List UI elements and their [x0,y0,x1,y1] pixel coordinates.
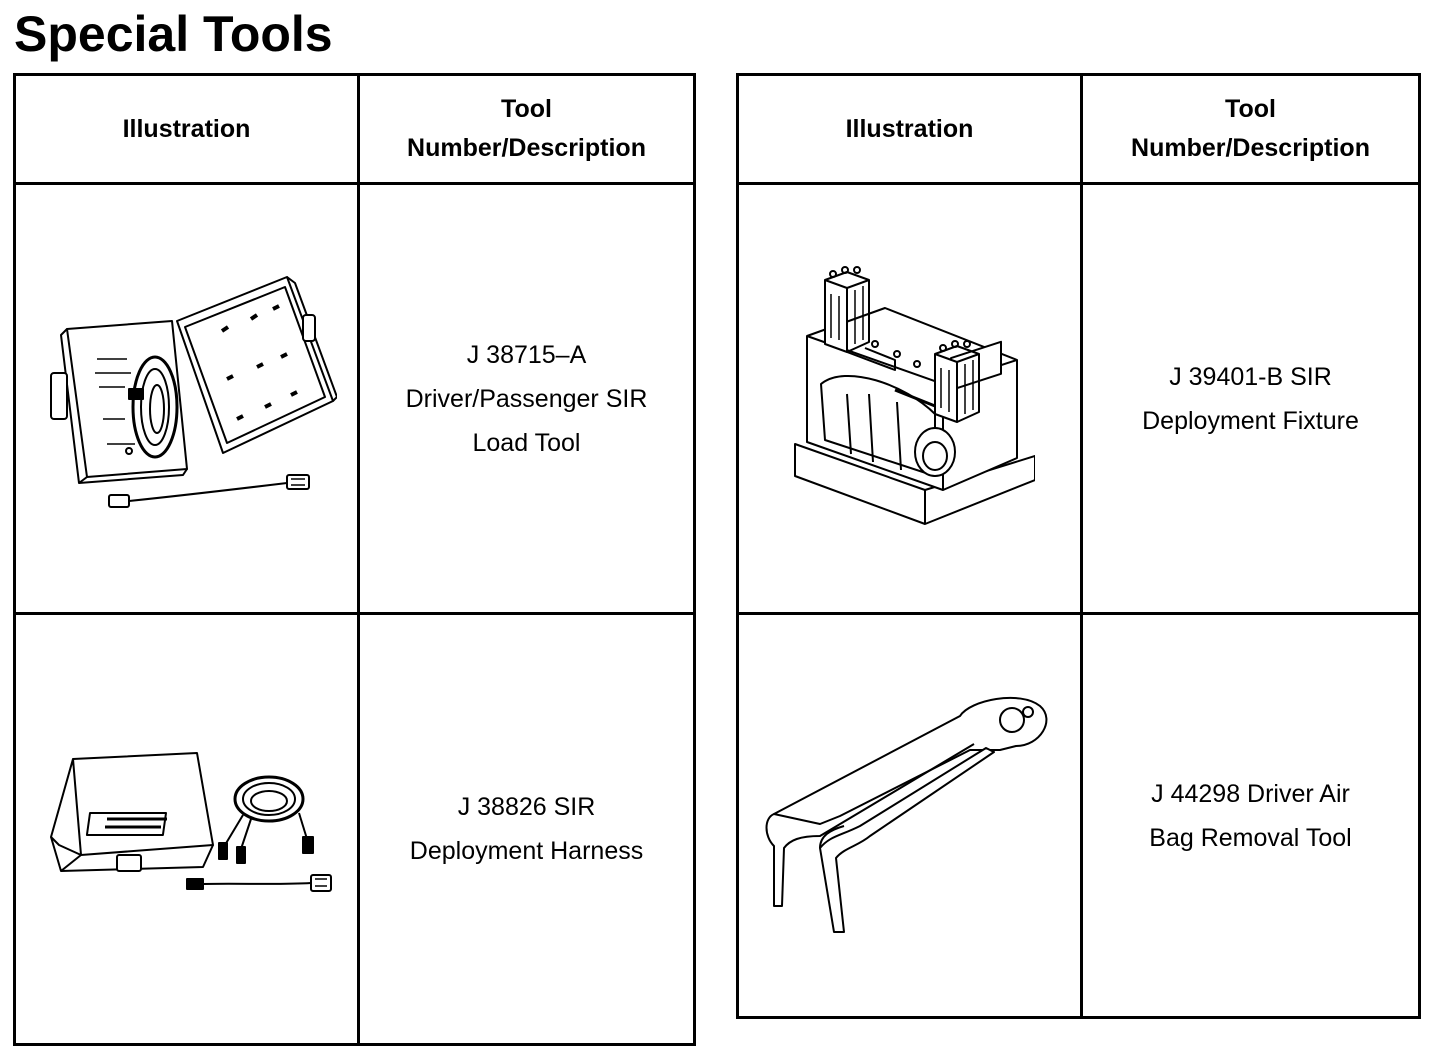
illustration-header: Illustration [736,73,1083,185]
table-header-row: Illustration Tool Number/Description [13,73,696,185]
tool-description-line: J 44298 Driver Air [1151,779,1350,808]
tool-number-header: Tool Number/Description [1080,73,1421,185]
tool-description-cell: J 44298 Driver Air Bag Removal Tool [1080,612,1421,1019]
tool-header-line: Number/Description [1131,134,1370,162]
deployment-fixture-illustration [785,244,1035,554]
tool-header-line: Tool [501,95,552,123]
illustration-cell [736,182,1083,615]
tool-description-line: Bag Removal Tool [1149,823,1352,852]
tool-description-line: Deployment Fixture [1142,406,1359,435]
page-title: Special Tools [14,6,333,62]
table-row: J 38715–A Driver/Passenger SIR Load Tool [13,182,696,615]
tool-description-line: Load Tool [472,428,581,457]
illustration-cell [13,182,360,615]
load-tool-case-illustration [37,269,337,529]
tool-description-cell: J 38826 SIR Deployment Harness [357,612,696,1046]
illustration-header: Illustration [13,73,360,185]
table-row: J 39401-B SIR Deployment Fixture [736,182,1421,615]
special-tools-table-right: Illustration Tool Number/Description [736,73,1421,1019]
special-tools-table-left: Illustration Tool Number/Description [13,73,696,1046]
table-row: J 38826 SIR Deployment Harness [13,612,696,1046]
tool-description-line: J 39401-B SIR [1169,362,1332,391]
tool-description-line: Deployment Harness [409,837,644,865]
air-bag-removal-tool-illustration [760,686,1060,946]
tool-description-cell: J 39401-B SIR Deployment Fixture [1080,182,1421,615]
tool-header-line: Tool [1225,95,1276,123]
deployment-harness-kit-illustration [37,749,337,909]
tool-description-line: Driver/Passenger SIR [405,384,648,413]
illustration-cell [736,612,1083,1019]
table-header-row: Illustration Tool Number/Description [736,73,1421,185]
tool-description-line: J 38715–A [466,340,587,369]
table-row: J 44298 Driver Air Bag Removal Tool [736,612,1421,1019]
illustration-cell [13,612,360,1046]
tool-number-header: Tool Number/Description [357,73,696,185]
tool-header-line: Number/Description [407,134,646,162]
tool-description-line: J 38826 SIR [457,793,596,821]
tool-description-cell: J 38715–A Driver/Passenger SIR Load Tool [357,182,696,615]
